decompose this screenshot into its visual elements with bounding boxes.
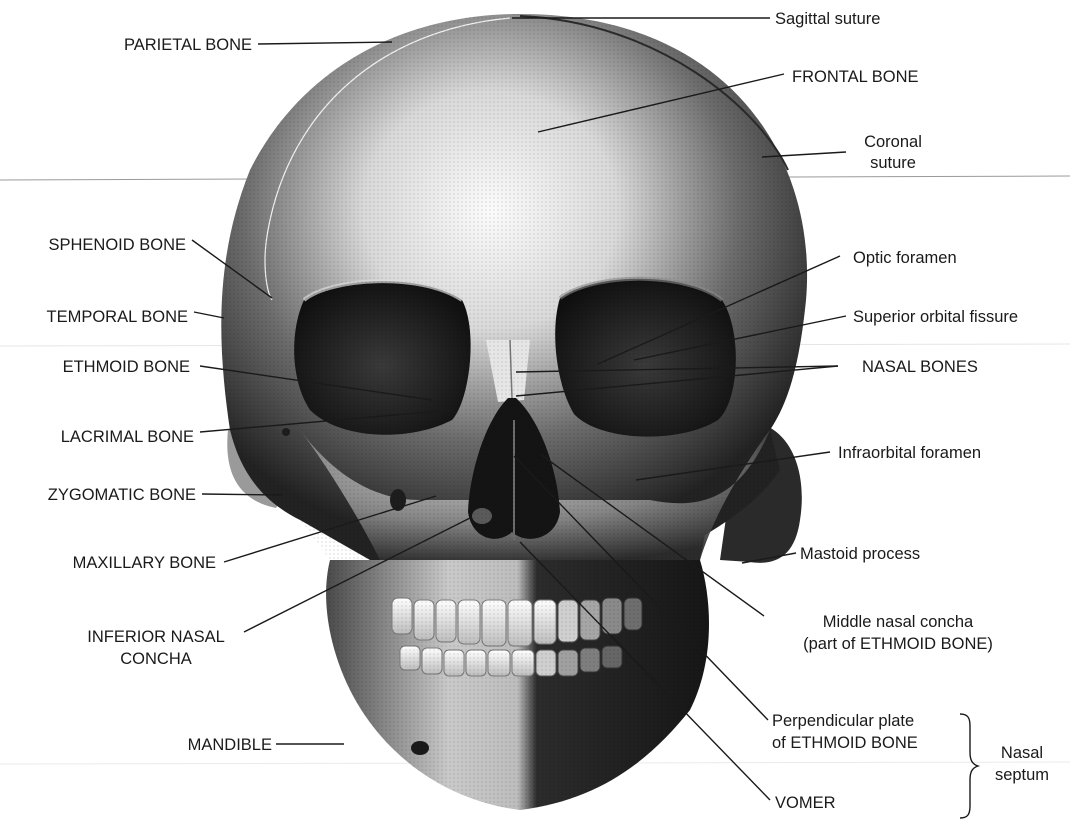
label-middle-nasal-concha-line1: Middle nasal concha bbox=[823, 613, 974, 631]
label-infraorbital-foramen: Infraorbital foramen bbox=[838, 444, 981, 462]
label-lacrimal-bone: LACRIMAL BONE bbox=[61, 428, 194, 446]
label-zygomatic-bone: ZYGOMATIC BONE bbox=[48, 486, 196, 504]
label-nasal-septum-line1: Nasal bbox=[1001, 744, 1043, 762]
label-vomer: VOMER bbox=[775, 794, 836, 812]
leader-zygomatic-bone bbox=[202, 494, 282, 495]
label-nasal-septum-line2: septum bbox=[995, 766, 1049, 784]
label-optic-foramen: Optic foramen bbox=[853, 249, 957, 267]
label-inferior-nasal-concha-line2: CONCHA bbox=[120, 650, 192, 668]
label-nasal-bones: NASAL BONES bbox=[862, 358, 978, 376]
label-frontal-bone: FRONTAL BONE bbox=[792, 68, 919, 86]
label-sphenoid-bone: SPHENOID BONE bbox=[48, 236, 186, 254]
label-mastoid-process: Mastoid process bbox=[800, 545, 920, 563]
label-coronal-suture-line1: Coronal bbox=[864, 133, 922, 151]
label-coronal-suture-line2: suture bbox=[870, 154, 916, 172]
label-inferior-nasal-concha-line1: INFERIOR NASAL bbox=[87, 628, 225, 646]
label-ethmoid-bone: ETHMOID BONE bbox=[63, 358, 190, 376]
label-perpendicular-plate-line2: of ETHMOID BONE bbox=[772, 734, 918, 752]
label-maxillary-bone: MAXILLARY BONE bbox=[73, 554, 216, 572]
label-middle-nasal-concha-line2: (part of ETHMOID BONE) bbox=[803, 635, 993, 653]
label-perpendicular-plate-line1: Perpendicular plate bbox=[772, 712, 914, 730]
label-superior-orbital-fissure: Superior orbital fissure bbox=[853, 308, 1018, 326]
label-sagittal-suture: Sagittal suture bbox=[775, 10, 880, 28]
label-parietal-bone: PARIETAL BONE bbox=[124, 36, 252, 54]
label-temporal-bone: TEMPORAL BONE bbox=[47, 308, 189, 326]
label-mandible: MANDIBLE bbox=[188, 736, 272, 754]
